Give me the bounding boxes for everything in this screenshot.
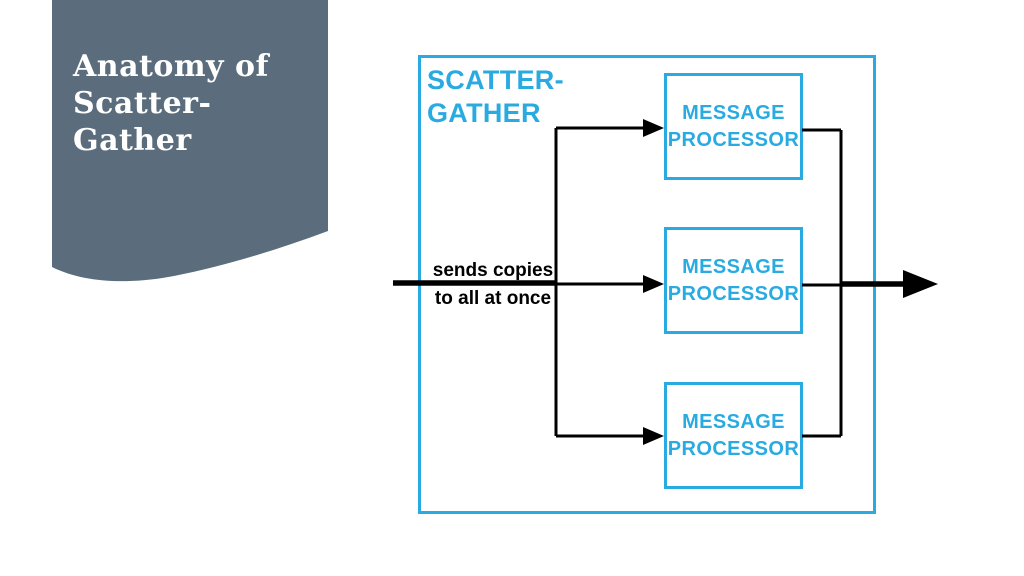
slide-title: Anatomy of Scatter- Gather (73, 49, 269, 158)
flow-caption: sends copies to all at once (432, 260, 554, 309)
message-processor-label-2: MESSAGE PROCESSOR (667, 255, 800, 305)
arrowhead-outbound-icon (903, 270, 938, 298)
title-badge: Anatomy of Scatter- Gather (52, 0, 328, 290)
title-badge-shape (52, 0, 328, 282)
message-processor-box-2: MESSAGE PROCESSOR (664, 227, 803, 334)
message-processor-box-1: MESSAGE PROCESSOR (664, 73, 803, 180)
message-processor-box-3: MESSAGE PROCESSOR (664, 382, 803, 489)
scatter-gather-label: SCATTER- GATHER (427, 65, 564, 128)
message-processor-label-1: MESSAGE PROCESSOR (667, 101, 800, 151)
message-processor-label-3: MESSAGE PROCESSOR (667, 410, 800, 460)
